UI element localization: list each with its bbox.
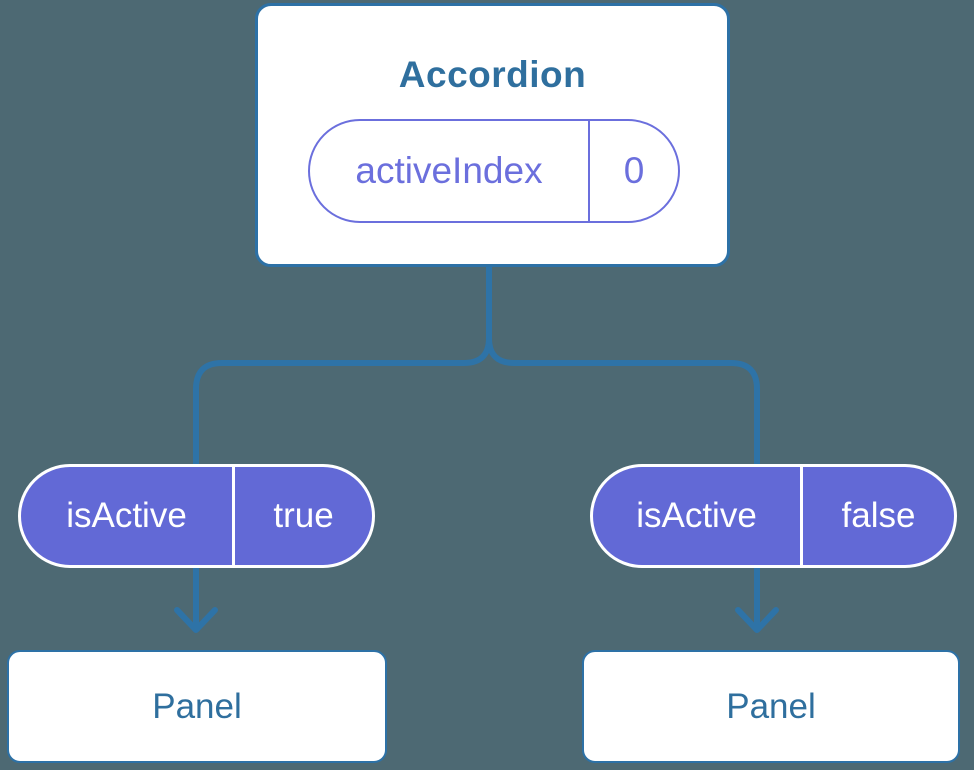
state-value-label: true xyxy=(273,496,334,535)
panel-card-first: Panel xyxy=(7,650,387,763)
accordion-card-title: Accordion xyxy=(398,54,587,95)
panel-label: Panel xyxy=(152,686,242,726)
panel-card-second: Panel xyxy=(582,650,960,763)
connector-left-arrowhead xyxy=(174,607,218,633)
connector-left-branch xyxy=(193,261,492,631)
is-active-pill-second-child: isActive false xyxy=(590,464,957,568)
accordion-card: Accordion activeIndex 0 xyxy=(255,3,730,267)
connector-right-arrowhead xyxy=(735,607,779,633)
prop-name-label: activeIndex xyxy=(310,121,590,221)
is-active-pill-first-child: isActive true xyxy=(18,464,375,568)
state-name-label: isActive xyxy=(21,467,235,565)
prop-value-label: 0 xyxy=(623,150,645,191)
state-value-label: false xyxy=(841,496,916,535)
connector-right-branch xyxy=(486,261,760,631)
state-name-label: isActive xyxy=(593,467,803,565)
panel-label: Panel xyxy=(726,686,816,726)
active-index-prop-pill: activeIndex 0 xyxy=(308,119,680,223)
